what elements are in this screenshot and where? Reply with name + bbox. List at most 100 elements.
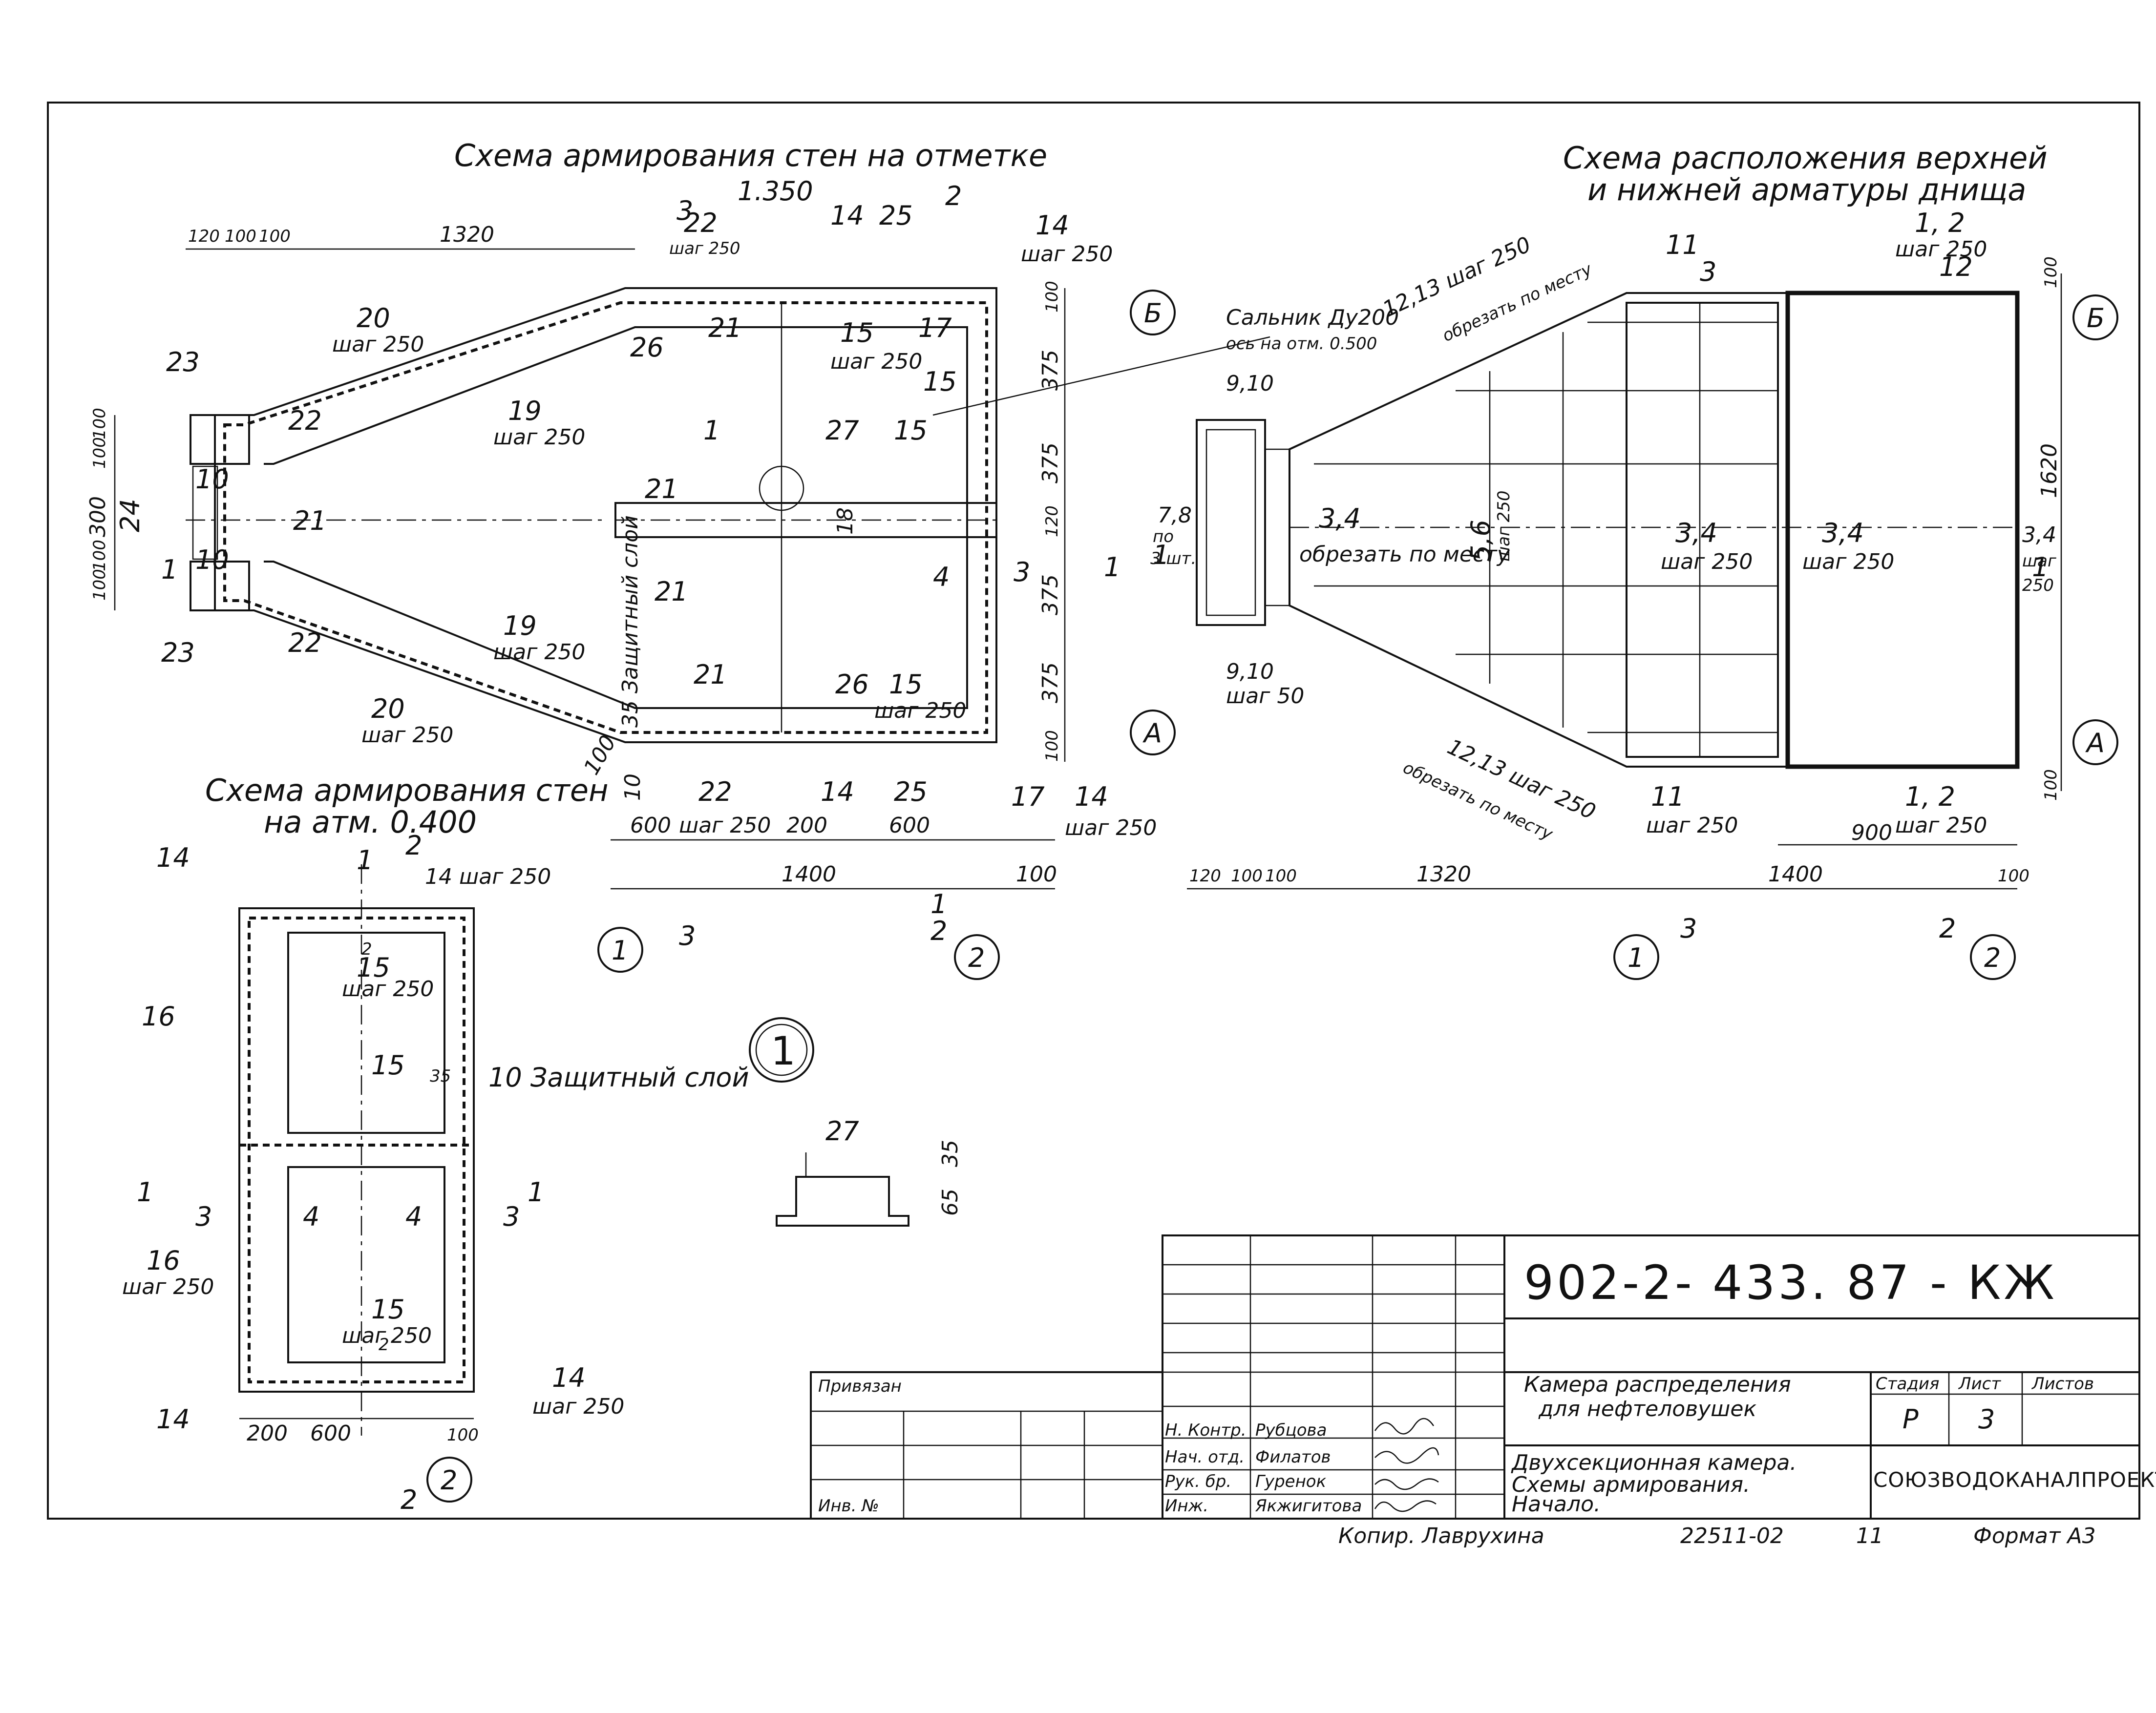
mark-3: 3 [1014, 557, 1030, 587]
organization: СОЮЗВОДОКАНАЛПРОЕКТ [1873, 1468, 2156, 1492]
small-mark-15-bottom-250: 250 [391, 1323, 432, 1348]
r-mark-cut-left: обрезать по месту [1299, 542, 1510, 567]
section-2-bottom: 2 [930, 916, 947, 946]
small-section-2: 2 [401, 1484, 417, 1515]
r-mark-34-left: 3,4 [1319, 503, 1361, 534]
dim-top-3: 1320 [440, 222, 494, 247]
mark-14-bottom-right-step: шаг 250 [1065, 815, 1157, 840]
right-dim-b-0: 120 [1189, 866, 1221, 886]
mark-20-bottom: 20 [371, 693, 405, 724]
mark-19-bottom: 19 [503, 610, 537, 641]
r-mark-34-right: 3,4 [1822, 518, 1864, 548]
right-dim-1: 1620 [2037, 443, 2062, 498]
r-mark-po: по [1153, 527, 1174, 546]
small-mark-16-top: 16 [142, 1001, 175, 1032]
small-section-1-right: 1 [528, 1177, 544, 1208]
mark-19-bottom-step: шаг 250 [493, 640, 585, 665]
dim-right-3: 120 [1042, 505, 1062, 537]
r-axis-1-circle [1613, 934, 1659, 980]
tied-label: Привязан [818, 1377, 902, 1396]
r-mark-34-right-step: шаг 250 [1802, 549, 1894, 574]
mark-25-top: 25 [879, 200, 913, 231]
r-mark-12-bottom: 1, 2 [1905, 781, 1955, 812]
axis-b-circle [1130, 290, 1176, 335]
small-mark-15-top: 15 [357, 952, 390, 983]
dim-bottom-3: 600 [889, 813, 930, 838]
small-plan-title-2: на атм. 0.400 [264, 804, 477, 840]
r-mark-11-top: 11 [1666, 230, 1699, 260]
node-mark-27: 27 [825, 1116, 859, 1147]
r-mark-11-bottom-step: шаг 250 [1646, 813, 1738, 838]
dim-left-3: 100 [90, 540, 109, 571]
mark-24: 24 [115, 499, 146, 532]
right-dim-b-1: 100 [1231, 866, 1263, 886]
dim-left-1: 100 [90, 437, 109, 469]
mark-15-top-step: шаг 250 [830, 349, 922, 374]
dim-right-5: 375 [1038, 662, 1063, 703]
mark-20-top: 20 [357, 303, 390, 334]
dim-right-1: 375 [1038, 350, 1063, 391]
dim-left-0: 100 [90, 408, 109, 439]
axis-2: 2 [968, 942, 985, 973]
mark-10-vertical: 10 [620, 773, 645, 801]
r-axis-a-circle [2072, 719, 2118, 765]
mark-18: 18 [833, 507, 858, 535]
dim-right-4: 375 [1038, 574, 1063, 615]
small-axis: 2 [441, 1465, 457, 1496]
small-protective-layer: 10 Защитный слой [488, 1062, 749, 1093]
mark-15-bottom-step: шаг 250 [874, 698, 966, 723]
r-mark-11-bottom: 11 [1651, 781, 1685, 812]
inner-wall [264, 326, 968, 709]
small-dim-1: 600 [310, 1421, 351, 1446]
right-dim-b-6: 900 [1851, 820, 1892, 845]
signature-1 [1374, 1447, 1439, 1464]
inlet-flange-inner [1205, 429, 1256, 616]
axis-2-circle [954, 934, 1000, 980]
small-mark-14-top: 14 [156, 842, 190, 873]
object-name-1: Камера распределения [1524, 1372, 1791, 1397]
node-dim-35: 35 [938, 1140, 963, 1167]
node-detail: 1 27 35 65 [749, 1017, 963, 1227]
copier: Копир. Лаврухина [1338, 1524, 1544, 1548]
right-dim-b-4: 1400 [1768, 862, 1823, 887]
inlet-neck [1264, 448, 1290, 606]
mark-27: 27 [825, 415, 859, 446]
r-mark-3sht: 3 шт. [1150, 549, 1196, 568]
node-label: 1 [771, 1028, 799, 1074]
title-block: Привязан Инв. № 902-2- 433. 87 - КЖ Н. К… [810, 1234, 2156, 1548]
dim-left-2: 300 [85, 496, 110, 537]
stage-value: Р [1902, 1404, 1919, 1435]
right-dim-b-3: 1320 [1416, 862, 1471, 887]
role-2: Рук. бр. [1165, 1472, 1231, 1491]
mark-17-top: 17 [918, 313, 952, 343]
mark-26-bottom: 26 [835, 669, 869, 700]
small-section-1-left: 1 [137, 1177, 153, 1208]
small-mark-3-left: 3 [195, 1201, 212, 1232]
r-section-2: 2 [1939, 913, 1956, 944]
small-plan-title-1: Схема армирования стен [205, 773, 609, 808]
r-axis-2: 2 [1984, 942, 2001, 973]
signature-2 [1374, 1478, 1439, 1490]
dim-bottom-4: 1400 [782, 862, 836, 887]
end-block-bottom [190, 561, 250, 611]
small-mark-4-left: 4 [303, 1201, 319, 1232]
gland-line1: Сальник Ду200 [1226, 305, 1399, 330]
mark-14-top-right: 14 [1036, 210, 1069, 241]
node-profile [776, 1176, 909, 1227]
small-mark-16-bottom-step: шаг 250 [122, 1274, 214, 1299]
mark-21-center-top: 21 [645, 474, 678, 504]
r-mark-56: 5,6 [1465, 520, 1496, 562]
mark-21-top: 21 [708, 313, 742, 343]
plan-top-elevation: 1.350 [738, 176, 813, 207]
dim-right-6: 100 [1042, 730, 1062, 762]
small-outer [238, 907, 475, 1393]
plan-top-right: Схема расположения верхней и нижней арма… [1150, 140, 2118, 980]
r-mark-34-edge-step: шаг [2022, 551, 2057, 571]
mark-15-center: 15 [894, 415, 928, 446]
mark-23-top: 23 [166, 347, 200, 377]
name-0: Рубцова [1255, 1421, 1327, 1440]
axis-a-circle [1130, 710, 1176, 755]
mark-14-top-right-step: шаг 250 [1021, 242, 1113, 267]
dim-bottom-5: 100 [1016, 862, 1057, 887]
node-label-circle [749, 1017, 814, 1083]
